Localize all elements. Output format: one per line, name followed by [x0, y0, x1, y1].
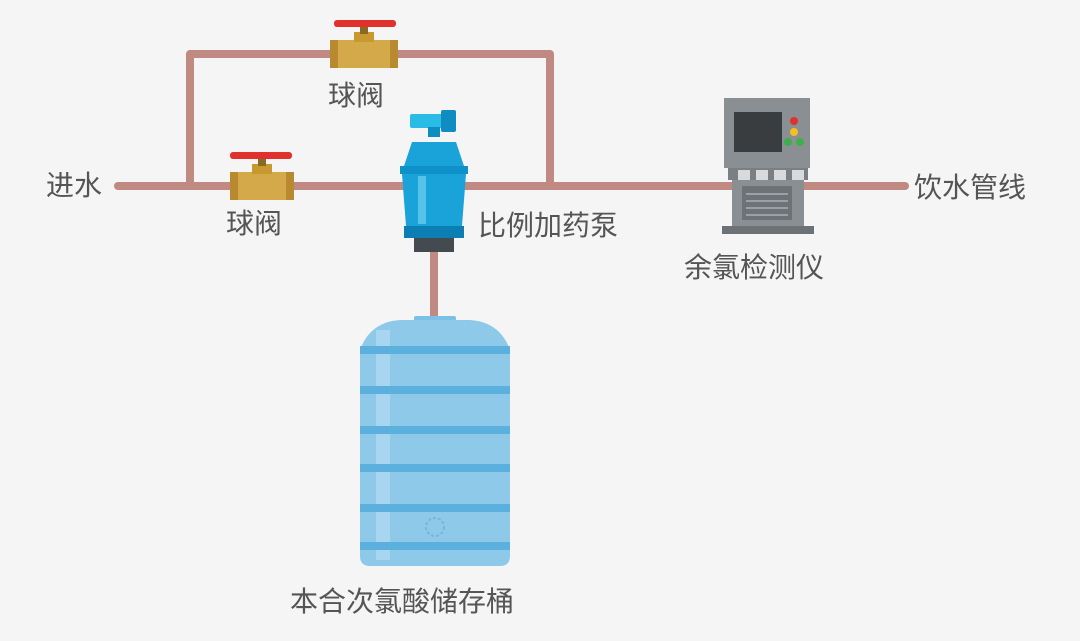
inlet-label: 进水	[46, 169, 103, 202]
ball-valve-icon	[330, 20, 398, 68]
detector-label: 余氯检测仪	[684, 251, 825, 284]
valve-top-label: 球阀	[328, 79, 385, 112]
pump-label: 比例加药泵	[478, 209, 619, 242]
valve-bottom-label: 球阀	[226, 207, 283, 240]
tank-label: 本合次氯酸储存桶	[290, 585, 515, 618]
storage-tank-icon	[360, 316, 510, 566]
dosing-pump-icon	[400, 110, 468, 252]
chlorine-detector-icon	[722, 98, 814, 234]
outlet-label: 饮水管线	[914, 171, 1027, 204]
bypass-pipe	[186, 50, 554, 190]
ball-valve-icon	[230, 152, 294, 200]
